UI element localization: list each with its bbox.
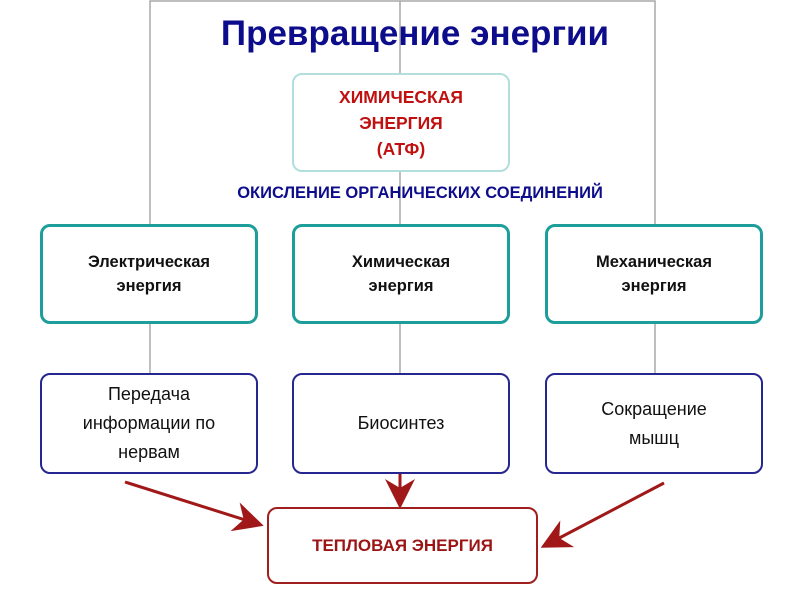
tree-line-top bbox=[149, 0, 656, 224]
function-box-biosynthesis: Биосинтез bbox=[292, 373, 510, 474]
arrow-left bbox=[124, 480, 264, 532]
page-title: Превращение энергии bbox=[220, 14, 610, 53]
result-box-heat: ТЕПЛОВАЯ ЭНЕРГИЯ bbox=[267, 507, 538, 584]
arrow-right bbox=[540, 481, 665, 548]
process-label: ОКИСЛЕНИЕ ОРГАНИЧЕСКИХ СОЕДИНЕНИЙ bbox=[237, 184, 603, 202]
